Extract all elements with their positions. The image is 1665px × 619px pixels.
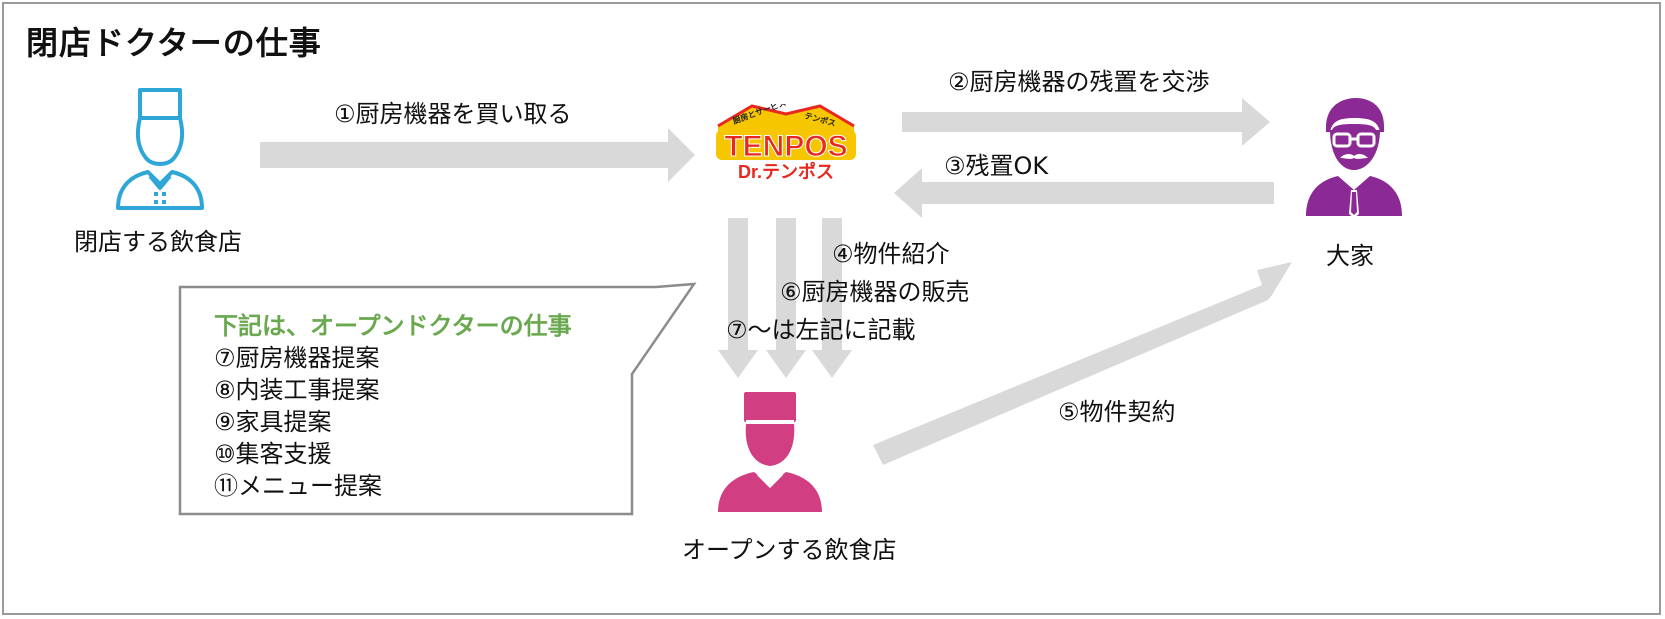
arrow-down-2 [766,218,806,378]
callout-item: ⑨家具提案 [214,408,332,436]
step-2-label: ②厨房機器の残置を交渉 [948,68,1210,96]
opening-restaurant-label: オープンする飲食店 [682,536,897,564]
tenpos-sub-text: Dr.テンポス [738,161,834,182]
callout-heading: 下記は、オープンドクターの仕事 [214,312,572,340]
page-title: 閉店ドクターの仕事 [26,24,322,62]
landlord-icon [1306,98,1402,218]
tenpos-logo: TENPOS Dr.テンポス 厨房とサービス テンポス [712,97,860,184]
arrow-step2 [902,98,1270,146]
arrow-down-1 [718,218,758,378]
step-6-label: ⑥厨房機器の販売 [780,278,970,306]
step-5-label: ⑤物件契約 [1058,398,1176,426]
tenpos-brand-text: TENPOS [724,130,847,163]
arrow-down-3 [812,218,852,378]
step-7-label: ⑦～は左記に記載 [726,316,916,344]
chef-closing-icon [116,88,204,210]
callout-content: 下記は、オープンドクターの仕事 ⑦厨房機器提案 ⑧内装工事提案 ⑨家具提案 ⑩集… [214,310,572,502]
step-3-label: ③残置OK [944,152,1049,180]
arrow-step3 [894,168,1274,218]
arrow-step1 [260,128,695,182]
step-4-label: ④物件紹介 [832,240,950,268]
callout-item: ⑦厨房機器提案 [214,344,380,372]
landlord-label: 大家 [1326,242,1374,270]
chef-opening-icon [718,392,822,512]
callout-bubble [178,282,697,516]
step-1-label: ①厨房機器を買い取る [334,100,572,128]
tenpos-logo-graphic: TENPOS Dr.テンポス 厨房とサービス テンポス [716,97,856,182]
callout-item: ⑧内装工事提案 [214,376,380,404]
callout-item: ⑩集客支援 [214,440,332,468]
closing-restaurant-label: 閉店する飲食店 [74,228,242,256]
callout-item: ⑪メニュー提案 [214,472,382,500]
arrow-step5 [873,262,1292,465]
